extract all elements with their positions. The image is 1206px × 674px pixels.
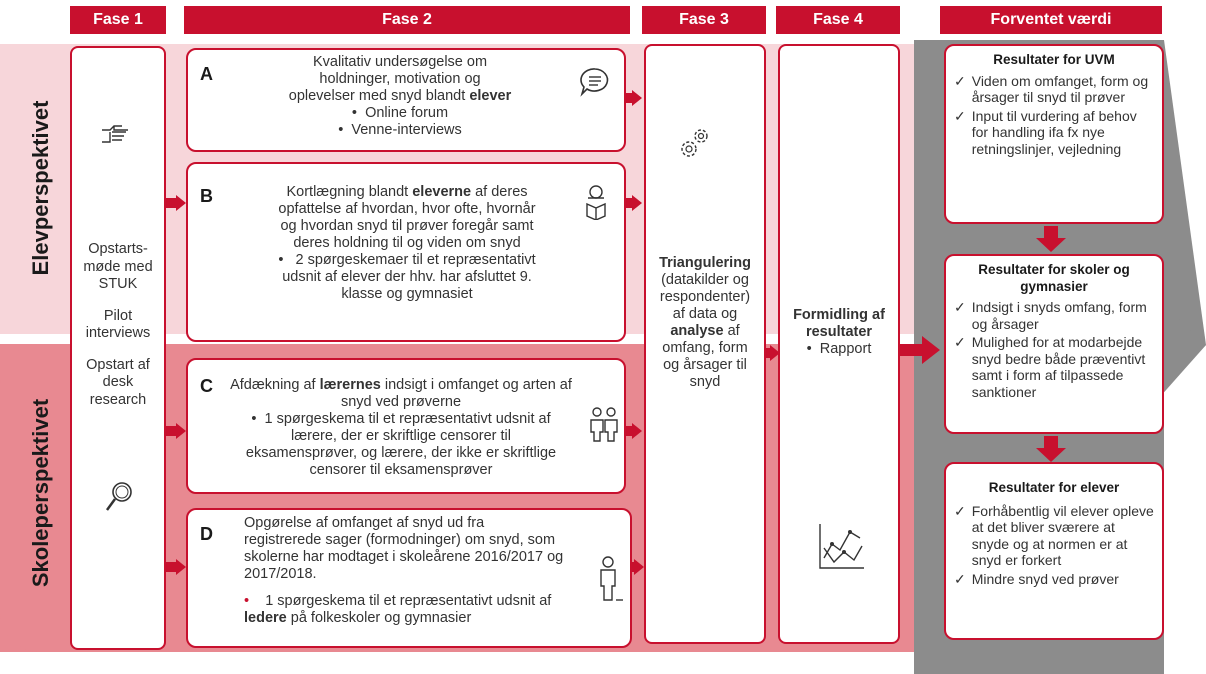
arrow-a-f3-head bbox=[632, 90, 642, 106]
band-elev-left bbox=[0, 52, 80, 334]
box-a bbox=[186, 48, 626, 152]
header-expected-value: Forventet værdi bbox=[940, 6, 1162, 34]
arrow-f1-c bbox=[166, 426, 176, 436]
result-elever: Resultater for elever ✓Forhåbentlig vil … bbox=[944, 462, 1164, 640]
arrow-f1-a bbox=[166, 198, 176, 208]
arrow-f1-d bbox=[166, 562, 176, 572]
result-uvm-title: Resultater for UVM bbox=[993, 52, 1115, 67]
result-elever-item: ✓Mindre snyd ved prøver bbox=[954, 570, 1119, 587]
arrow-c-f3-head bbox=[632, 423, 642, 439]
result-skoler: Resultater for skoler og gymnasier ✓Inds… bbox=[944, 254, 1164, 434]
arrow-f1-c-head bbox=[176, 423, 186, 439]
result-skoler-title: Resultater for skoler og gymnasier bbox=[978, 262, 1130, 294]
arrow-a-f3 bbox=[626, 93, 632, 103]
speech-bubble-icon bbox=[578, 66, 612, 98]
arrow-skoler-elever bbox=[1036, 436, 1066, 462]
arrow-f1-a-head bbox=[176, 195, 186, 211]
result-elever-item: ✓Forhåbentlig vil elever opleve at det b… bbox=[954, 502, 1154, 569]
label-elevperspektivet: Elevperspektivet bbox=[28, 100, 53, 276]
box-d bbox=[186, 508, 632, 648]
header-fase3: Fase 3 bbox=[642, 6, 766, 34]
pointing-hand-icon bbox=[100, 122, 134, 150]
fase4-text: Formidling af resultater • Rapport bbox=[793, 307, 885, 357]
box-d-text: Opgørelse af omfanget af snyd ud fra reg… bbox=[244, 515, 564, 626]
result-uvm-item: ✓Input til vurdering af behov for handli… bbox=[954, 107, 1137, 157]
box-c-text: Afdækning af lærernes indsigt i omfanget… bbox=[230, 377, 572, 478]
result-uvm: Resultater for UVM ✓Viden om omfanget, f… bbox=[944, 44, 1164, 224]
fase4-column bbox=[778, 44, 900, 644]
leader-icon bbox=[596, 556, 624, 604]
fase3-column bbox=[644, 44, 766, 644]
chart-icon bbox=[816, 522, 866, 572]
arrow-uvm-skoler bbox=[1036, 226, 1066, 252]
arrow-f3-f4-head bbox=[770, 345, 780, 361]
gears-icon bbox=[678, 126, 714, 160]
arrow-f1-d-head bbox=[176, 559, 186, 575]
result-elever-title: Resultater for elever bbox=[988, 480, 1120, 495]
arrow-c-f3 bbox=[626, 426, 632, 436]
result-skoler-item: ✓Indsigt i snyds omfang, form og årsager bbox=[954, 299, 1147, 332]
box-b-letter: B bbox=[200, 186, 213, 206]
box-d-letter: D bbox=[200, 524, 213, 544]
header-fase1: Fase 1 bbox=[70, 6, 166, 34]
arrow-b-f3 bbox=[626, 198, 632, 208]
box-b bbox=[186, 162, 626, 342]
fase1-text: Opstarts- møde med STUK Pilot interviews… bbox=[83, 241, 153, 408]
arrow-d-f3-head bbox=[634, 559, 644, 575]
box-c-letter: C bbox=[200, 376, 213, 396]
fase1-column bbox=[70, 46, 166, 650]
student-reading-icon bbox=[584, 184, 608, 221]
arrow-d-f3 bbox=[632, 562, 634, 572]
box-a-letter: A bbox=[200, 64, 213, 84]
band-skole-left bbox=[0, 344, 80, 652]
box-b-text: Kortlægning blandt eleverne af deres opf… bbox=[278, 184, 536, 302]
box-a-text: Kvalitativ undersøgelse om holdninger, m… bbox=[288, 54, 512, 138]
arrow-f3-f4 bbox=[766, 348, 770, 358]
result-uvm-item: ✓Viden om omfanget, form og årsager til … bbox=[954, 72, 1149, 106]
result-skoler-item: ✓Mulighed for at modarbejde snyd bedre b… bbox=[954, 334, 1146, 400]
header-fase4: Fase 4 bbox=[776, 6, 900, 34]
arrow-f4-results-head bbox=[922, 336, 940, 364]
box-c bbox=[186, 358, 626, 494]
label-skoleperspektivet: Skoleperspektivet bbox=[28, 398, 53, 588]
teachers-icon bbox=[588, 406, 620, 442]
header-fase2: Fase 2 bbox=[184, 6, 630, 34]
magnifier-icon bbox=[104, 480, 134, 516]
arrow-f4-results bbox=[900, 344, 924, 356]
arrow-b-f3-head bbox=[632, 195, 642, 211]
fase3-text: Triangulering (datakilder og respondente… bbox=[659, 255, 751, 390]
